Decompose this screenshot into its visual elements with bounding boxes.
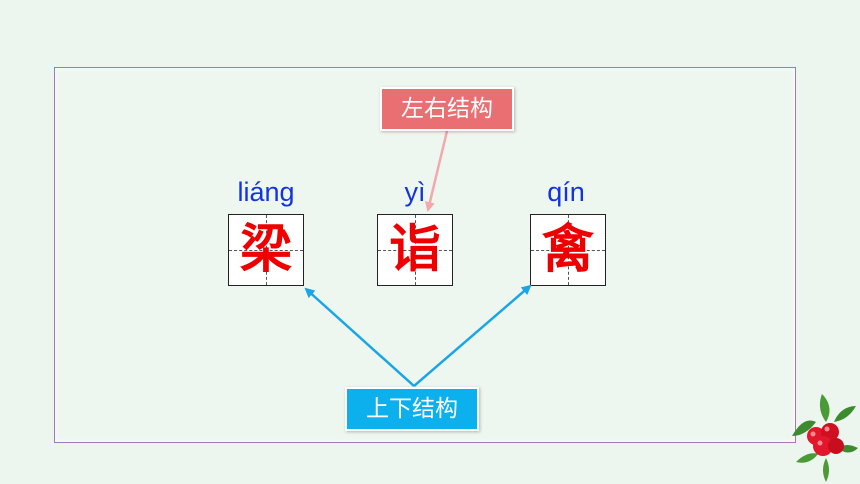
pinyin-qin: qín bbox=[547, 177, 585, 207]
top-bottom-structure-label: 上下结构 bbox=[345, 387, 479, 431]
char-box-qin: 禽 bbox=[530, 214, 606, 286]
pinyin-yi: yì bbox=[404, 177, 426, 207]
berry-branch-icon bbox=[792, 394, 858, 482]
left-right-structure-label: 左右结构 bbox=[380, 87, 514, 131]
character-liang: 梁 bbox=[239, 219, 292, 280]
character-yi: 诣 bbox=[388, 219, 441, 280]
grid-vertical-line bbox=[415, 215, 416, 285]
pinyin-liang: liáng bbox=[237, 177, 295, 207]
grid-vertical-line bbox=[568, 215, 569, 285]
grid-vertical-line bbox=[266, 215, 267, 285]
char-box-yi: 诣 bbox=[377, 214, 453, 286]
char-box-liang: 梁 bbox=[228, 214, 304, 286]
character-qin: 禽 bbox=[541, 219, 594, 280]
